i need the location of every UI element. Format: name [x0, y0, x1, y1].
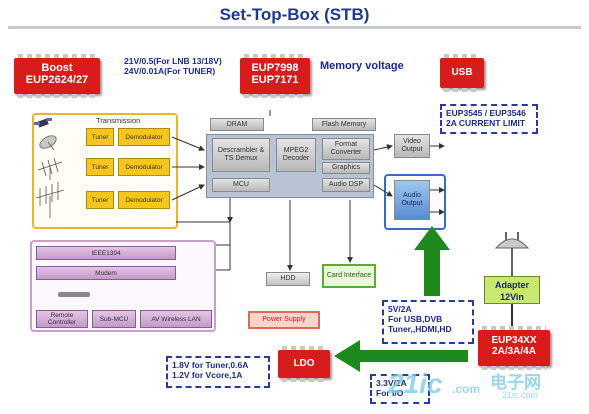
adapter-label: Adapter [494, 280, 529, 290]
av-wireless-lan-block: AV Wireless LAN [140, 310, 212, 328]
video-output-block: Video Output [394, 134, 430, 158]
usb-note-box: EUP3545 / EUP3546 2A CURRENT LIMIT [440, 104, 538, 134]
flash-memory-block: Flash Memory [312, 118, 376, 131]
boost-chip: Boost EUP2624/27 [14, 54, 100, 98]
ldo-chip-label: LDO [293, 358, 315, 369]
supply-note-2: For USB,DVB [388, 314, 443, 324]
eup34xx-chip-rating: 2A/3A/4A [492, 346, 536, 357]
yagi-antenna-icon [35, 182, 65, 218]
watermark-cn: 电子网 [490, 373, 541, 392]
ldo-note-box: 1.8V for Tuner,0.6A 1.2V for Vcore,1A [166, 356, 270, 388]
boost-chip-part: EUP2624/27 [25, 74, 89, 86]
usb-note-1: EUP3545 / EUP3546 [446, 108, 526, 118]
power-supply-block: Power Supply [248, 311, 320, 329]
mcu-block: MCU [212, 178, 270, 192]
io-note-2: For I/O [376, 388, 404, 398]
chip-pins [444, 54, 480, 58]
tuner-block-1: Tuner [86, 128, 114, 146]
format-converter-block: Format Converter [322, 138, 370, 160]
chip-pins [282, 378, 326, 382]
usb-note-2: 2A CURRENT LIMIT [446, 118, 526, 128]
io-note-1: 3.3V/2A [376, 378, 407, 388]
ieee1394-block: IEEE1394 [36, 246, 176, 260]
chip-pins [18, 54, 96, 58]
supply-note-3: Tuner,,HDMI,HD [388, 324, 452, 334]
power-plug-icon [494, 232, 530, 276]
chip-pins [244, 54, 306, 58]
eup34xx-chip: EUP34XX 2A/3A/4A [478, 326, 550, 370]
memory-chip-part-1: EUP7998 [251, 62, 299, 74]
io-note-box: 3.3V/2A For I/O [370, 374, 430, 404]
demodulator-block-1: Demodulator [118, 128, 170, 146]
watermark-domain: .com [452, 382, 481, 396]
title-underline [8, 26, 581, 29]
watermark-url: 21ic.com [502, 390, 539, 400]
remote-controller-block: Remote Controller [36, 310, 88, 328]
left-power-arrow [334, 340, 468, 372]
chip-pins [244, 94, 306, 98]
audio-output-block: Audio Output [394, 180, 430, 220]
memory-chip-part-2: EUP7171 [251, 74, 299, 86]
audio-dsp-block: Audio DSP [322, 178, 370, 192]
hdd-block: HDD [266, 272, 310, 286]
chip-pins [482, 366, 546, 370]
ldo-note-2: 1.2V for Vcore,1A [172, 370, 243, 380]
memory-chip: EUP7998 EUP7171 [240, 54, 310, 98]
chip-pins [482, 326, 546, 330]
boost-note-2: 24V/0.01A(For TUNER) [124, 66, 216, 76]
descrambler-block: Descrambler & TS Demux [212, 138, 270, 172]
sub-mcu-block: Sub-MCU [92, 310, 136, 328]
diagram-title: Set-Top-Box (STB) [219, 5, 370, 24]
usb-chip: USB [440, 54, 484, 92]
up-power-arrow [414, 226, 450, 296]
memory-voltage-note: Memory voltage [320, 60, 404, 72]
terrestrial-antenna-icon [37, 157, 63, 180]
tuner-block-3: Tuner [86, 191, 114, 209]
usb-chip-label: USB [451, 67, 473, 78]
watermark-logo: 21ic [388, 368, 443, 399]
antenna-icons [34, 118, 65, 218]
ldo-note-1: 1.8V for Tuner,0.6A [172, 360, 249, 370]
chip-pins [444, 88, 480, 92]
transmission-label: Transmission [96, 116, 141, 125]
chip-pins [18, 94, 96, 98]
supply-note-box: 5V/2A For USB,DVB Tuner,,HDMI,HD [382, 300, 474, 344]
boost-note-1: 21V/0.5(For LNB 13/18V) [124, 56, 222, 66]
audio-output-frame [384, 174, 446, 230]
dish-antenna-icon [39, 135, 57, 151]
eup34xx-chip-part: EUP34XX [491, 335, 537, 346]
adapter-input: 12Vin [500, 292, 524, 302]
demodulator-block-2: Demodulator [118, 158, 170, 176]
remote-control-icon [58, 292, 90, 297]
boost-chip-label: Boost [41, 62, 73, 74]
satellite-icon [34, 118, 52, 128]
tuner-block-2: Tuner [86, 158, 114, 176]
demodulator-block-3: Demodulator [118, 191, 170, 209]
adapter-box: Adapter 12Vin [484, 276, 540, 304]
adapter-wire [511, 304, 513, 326]
graphics-block: Graphics [322, 162, 370, 174]
card-interface-block: Card Interface [322, 264, 376, 288]
chip-pins [282, 346, 326, 350]
modem-block: Modem [36, 266, 176, 280]
mpeg2-decoder-block: MPEG2 Decoder [276, 138, 316, 172]
dram-block: DRAM [210, 118, 264, 131]
ldo-chip: LDO [278, 346, 330, 382]
supply-note-1: 5V/2A [388, 304, 412, 314]
